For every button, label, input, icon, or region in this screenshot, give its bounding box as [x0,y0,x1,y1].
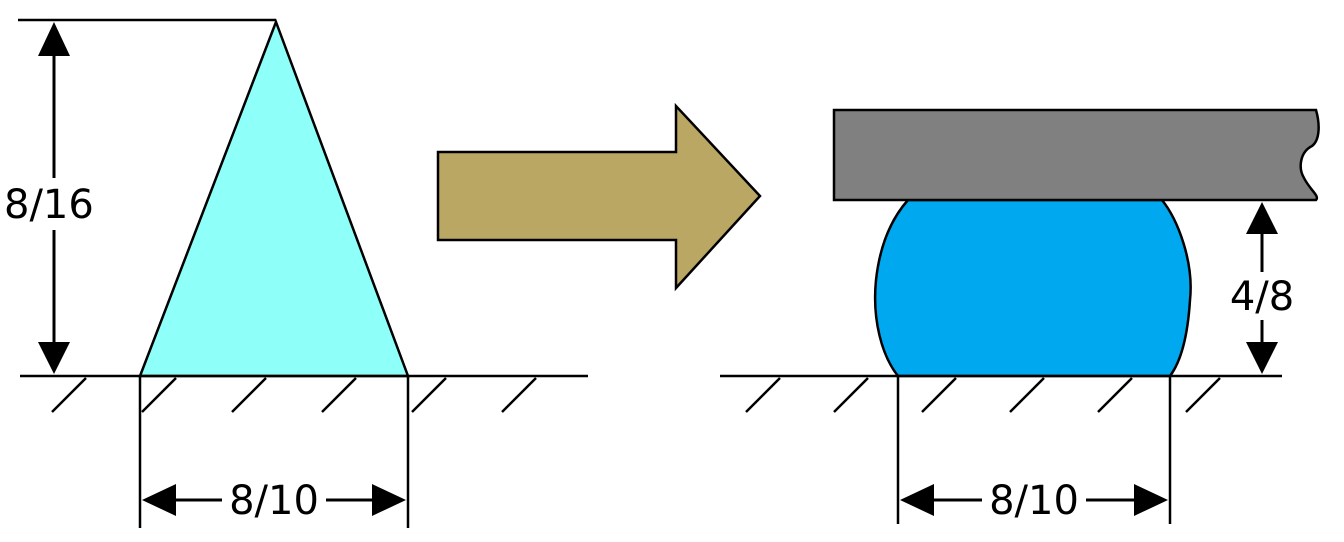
transform-arrow [436,102,762,292]
cone-height-label: 8/16 [4,182,94,228]
compressed-ground-hatching [745,377,1221,413]
compressed-base-width-label: 8/10 [989,478,1079,524]
cone-base-width-label: 8/10 [229,478,319,524]
compressed-height-arrow [1246,202,1278,374]
cone-base-width-arrow [142,484,406,516]
cone-triangle [138,18,410,378]
compressed-base-width-arrow [900,484,1168,516]
compressed-group: 4/8 8/10 [720,108,1320,524]
compressed-height-label: 4/8 [1230,274,1294,320]
cone-ground-hatching [51,377,537,413]
cone-height-label-bg [4,178,104,230]
cone-group: 8/16 8/10 [4,18,588,528]
compression-plate [832,108,1320,202]
compressed-blob [873,198,1192,378]
